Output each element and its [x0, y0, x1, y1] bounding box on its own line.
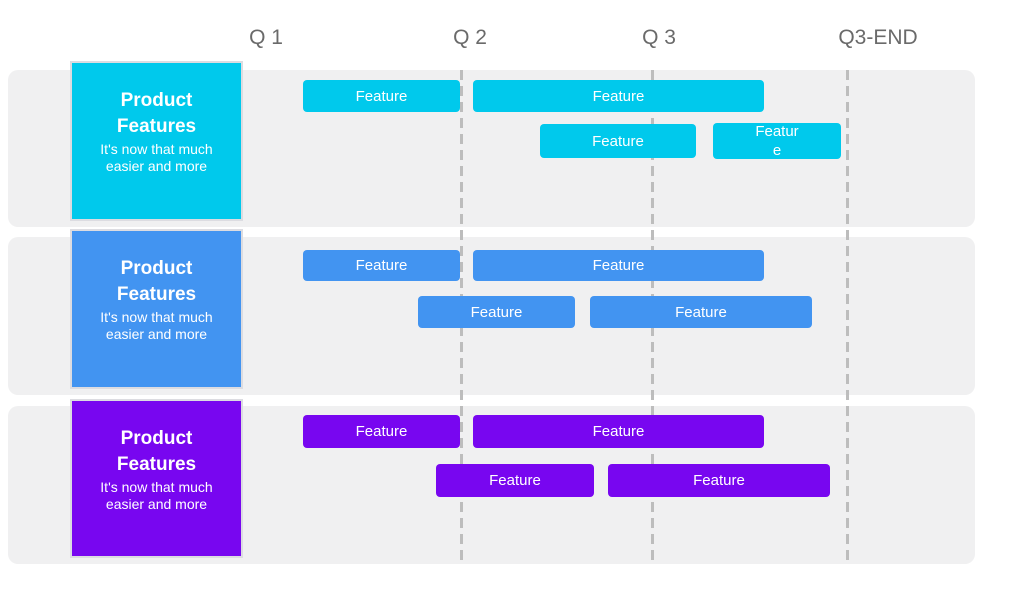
feature-bar-label: Feature [489, 472, 541, 489]
feature-bar: Feature [540, 124, 696, 158]
feature-bar-label: Feature [592, 132, 644, 150]
timeline-header-q-1: Q 1 [249, 26, 283, 49]
feature-bar-label: Feature [693, 472, 745, 489]
lane-subtitle: It's now that much easier and more [100, 309, 213, 342]
feature-bar-label: Feature [675, 303, 727, 321]
feature-bar: Feature [473, 250, 764, 281]
feature-bar: Feature [303, 250, 460, 281]
feature-bar: Feature [713, 123, 841, 159]
feature-bar: Feature [473, 415, 764, 448]
lane-title: Product Features [116, 258, 197, 305]
gridline [846, 70, 849, 561]
timeline-header-q3-end: Q3-END [838, 26, 918, 49]
feature-bar: Feature [436, 464, 594, 497]
feature-bar: Feature [303, 415, 460, 448]
timeline-header-q-3: Q 3 [642, 26, 676, 49]
lane-title: Product Features [116, 90, 197, 137]
timeline-header-q-2: Q 2 [453, 26, 487, 49]
feature-bar: Feature [590, 296, 812, 328]
feature-bar-label: Feature [592, 423, 645, 440]
feature-bar-label: Feature [355, 257, 408, 274]
feature-bar-label: Feature [592, 257, 645, 274]
lane-title: Product Features [116, 428, 197, 475]
feature-bar: Feature [608, 464, 830, 497]
feature-bar: Feature [418, 296, 575, 328]
feature-bar: Feature [473, 80, 764, 112]
lane-subtitle: It's now that much easier and more [100, 141, 213, 174]
feature-bar-label: Feature [755, 123, 799, 159]
feature-bar: Feature [303, 80, 460, 112]
lane-subtitle: It's now that much easier and more [100, 479, 213, 512]
feature-bar-label: Feature [592, 87, 645, 105]
feature-bar-label: Feature [355, 87, 408, 105]
feature-bar-label: Feature [470, 303, 523, 321]
feature-bar-label: Feature [355, 423, 408, 440]
